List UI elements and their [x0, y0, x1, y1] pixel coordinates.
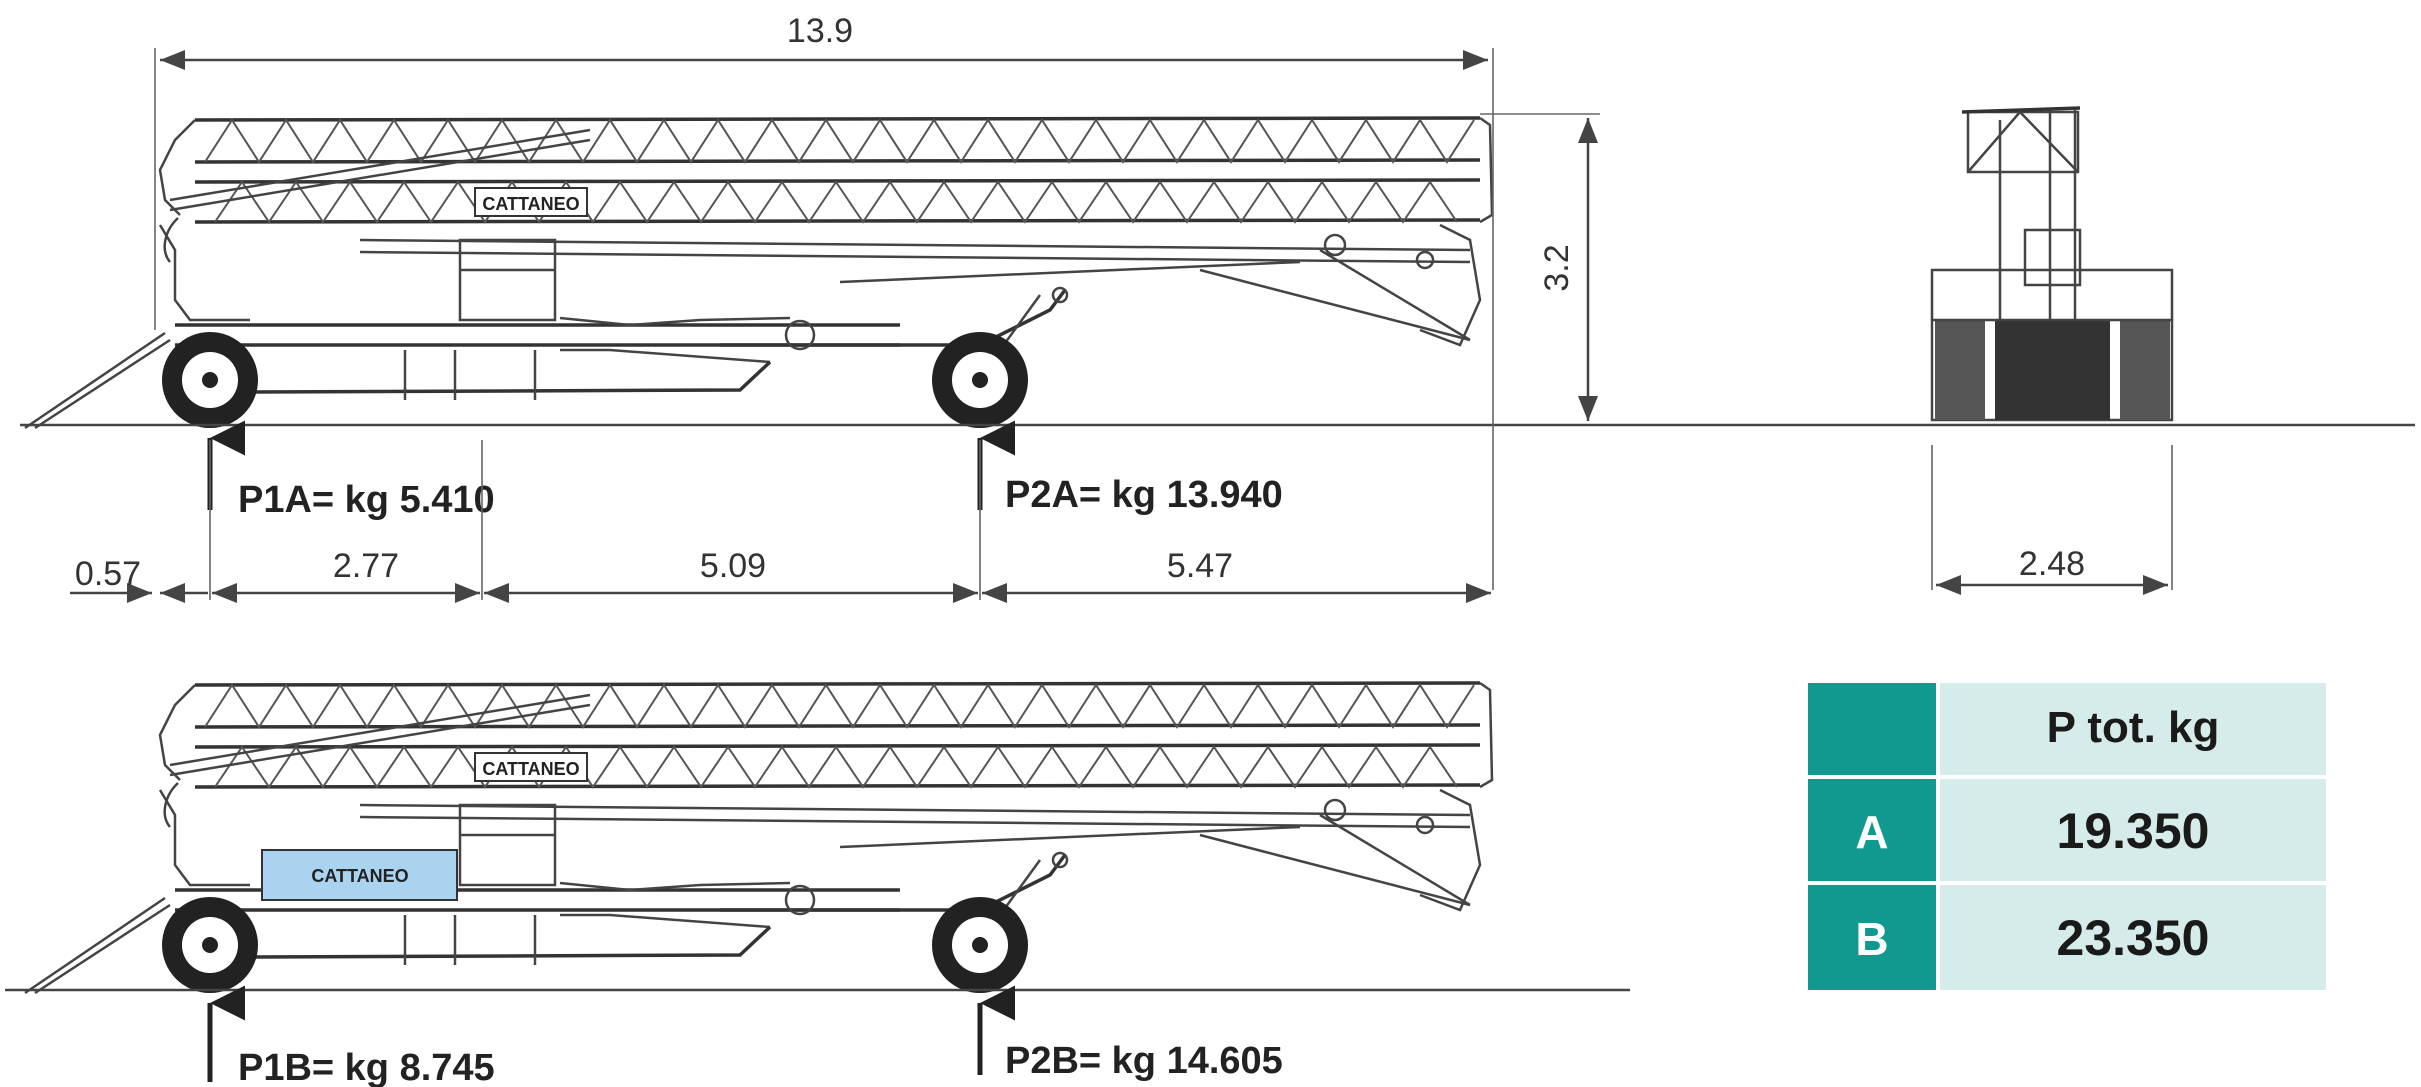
- crane-front-view: 2.48: [1930, 106, 2174, 595]
- table-label-col-header: [1808, 683, 1936, 775]
- table-row-a-value-cell: [1940, 779, 2326, 881]
- table-header-text: P tot. kg: [2047, 703, 2220, 752]
- track-width-label: 2.48: [2019, 545, 2085, 583]
- load-p1a-label: P1A= kg 5.410: [238, 479, 495, 521]
- table-row-b-label-cell: [1808, 885, 1936, 990]
- load-p1a: P1A= kg 5.410: [207, 420, 495, 521]
- rear-overhang-label: 0.57: [75, 555, 141, 593]
- load-p1b: P1B= kg 8.745: [207, 985, 495, 1087]
- height-dimension: 3.2: [1480, 113, 1600, 421]
- load-p2b-label: P2B= kg 14.605: [1005, 1040, 1283, 1082]
- chain-dimensions: 0.57 2.77 5.09 5.47: [70, 440, 1491, 603]
- counterweight-block: [261, 849, 458, 901]
- overall-length-label: 13.9: [787, 12, 853, 50]
- load-p2a: P2A= kg 13.940: [977, 420, 1283, 516]
- seg3-label: 5.47: [1167, 547, 1233, 585]
- crane-side-view-a: CATTANEO: [20, 116, 2415, 430]
- logo-text-b: CATTANEO: [482, 759, 579, 779]
- table-row-b-value: 23.350: [2057, 910, 2210, 966]
- counterweight-logo-text: CATTANEO: [311, 866, 408, 886]
- height-label: 3.2: [1538, 244, 1576, 291]
- table-header-cell: [1940, 683, 2326, 775]
- table-row-b-value-cell: [1940, 885, 2326, 990]
- logo-text-a: CATTANEO: [482, 194, 579, 214]
- table-row-a-label-cell: [1808, 779, 1936, 881]
- total-weight-table: P tot. kg A 19.350 B 23.350: [1808, 683, 2326, 990]
- table-row-b-label: B: [1855, 913, 1888, 965]
- load-p1b-label: P1B= kg 8.745: [238, 1047, 495, 1087]
- crane-side-view-b: CATTANEO CATTANEO: [5, 681, 1630, 995]
- table-row-a-value: 19.350: [2057, 803, 2210, 859]
- seg1-label: 2.77: [333, 547, 399, 585]
- seg2-label: 5.09: [700, 547, 766, 585]
- table-row-a-label: A: [1855, 806, 1888, 858]
- load-p2a-label: P2A= kg 13.940: [1005, 474, 1283, 516]
- overall-length-dimension: 13.9: [154, 12, 1494, 590]
- load-p2b: P2B= kg 14.605: [977, 985, 1283, 1082]
